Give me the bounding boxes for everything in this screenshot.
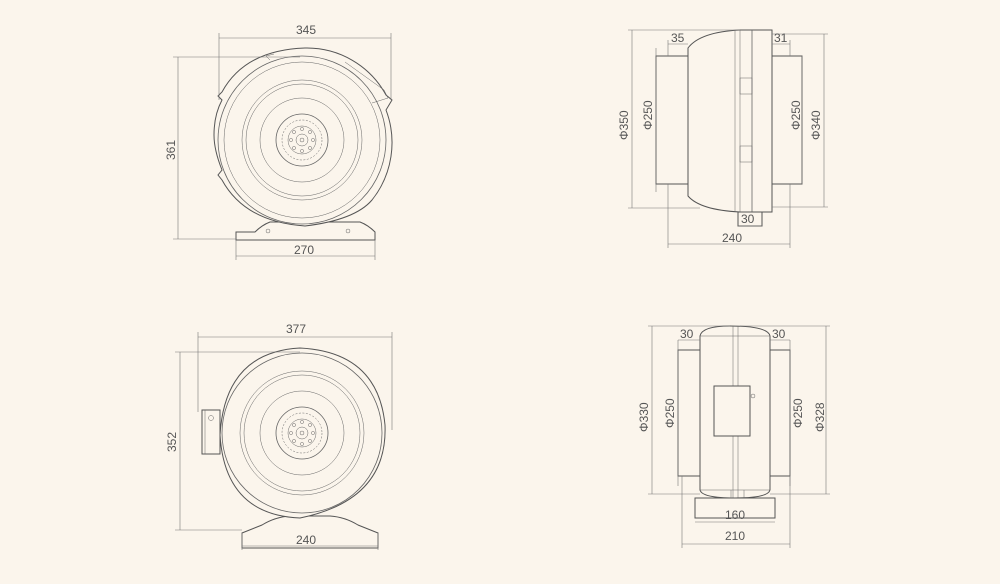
dim-flange-dia-label: Φ328 (813, 402, 827, 432)
dim-right-collar-label: 31 (774, 31, 788, 45)
dim-out-dia-label: Φ250 (789, 100, 803, 130)
dim-base-height-label: 30 (741, 212, 755, 226)
dim-height-label: 352 (165, 432, 179, 452)
dim-left-collar-label: 35 (671, 31, 685, 45)
dim-left-collar-label: 30 (680, 327, 694, 341)
view-bottom-left: 377 352 240 (165, 322, 393, 550)
dim-base-label: 270 (294, 243, 314, 257)
dim-right-collar-label: 30 (772, 327, 786, 341)
dim-outer-dia-label: Φ330 (637, 402, 651, 432)
dim-in-dia-label: Φ250 (663, 398, 677, 428)
dim-flange-dia-label: Φ340 (809, 110, 823, 140)
dim-base-outer-label: 210 (725, 529, 745, 543)
dim-length-label: 240 (722, 231, 742, 245)
dim-in-dia-label: Φ250 (641, 100, 655, 130)
dim-out-dia-label: Φ250 (791, 398, 805, 428)
dim-base-inner-label: 160 (725, 508, 745, 522)
view-top-left: 345 361 270 (164, 23, 393, 260)
view-top-right: 35 31 Φ350 Φ250 Φ250 Φ340 30 240 (617, 29, 828, 248)
dim-width-label: 377 (286, 322, 306, 336)
dim-width-label: 345 (296, 23, 316, 37)
dim-outer-dia-label: Φ350 (617, 110, 631, 140)
dim-base-label: 240 (296, 533, 316, 547)
view-bottom-right: 30 30 Φ330 Φ250 Φ250 Φ328 160 210 (637, 325, 830, 548)
dim-height-label: 361 (164, 140, 178, 160)
